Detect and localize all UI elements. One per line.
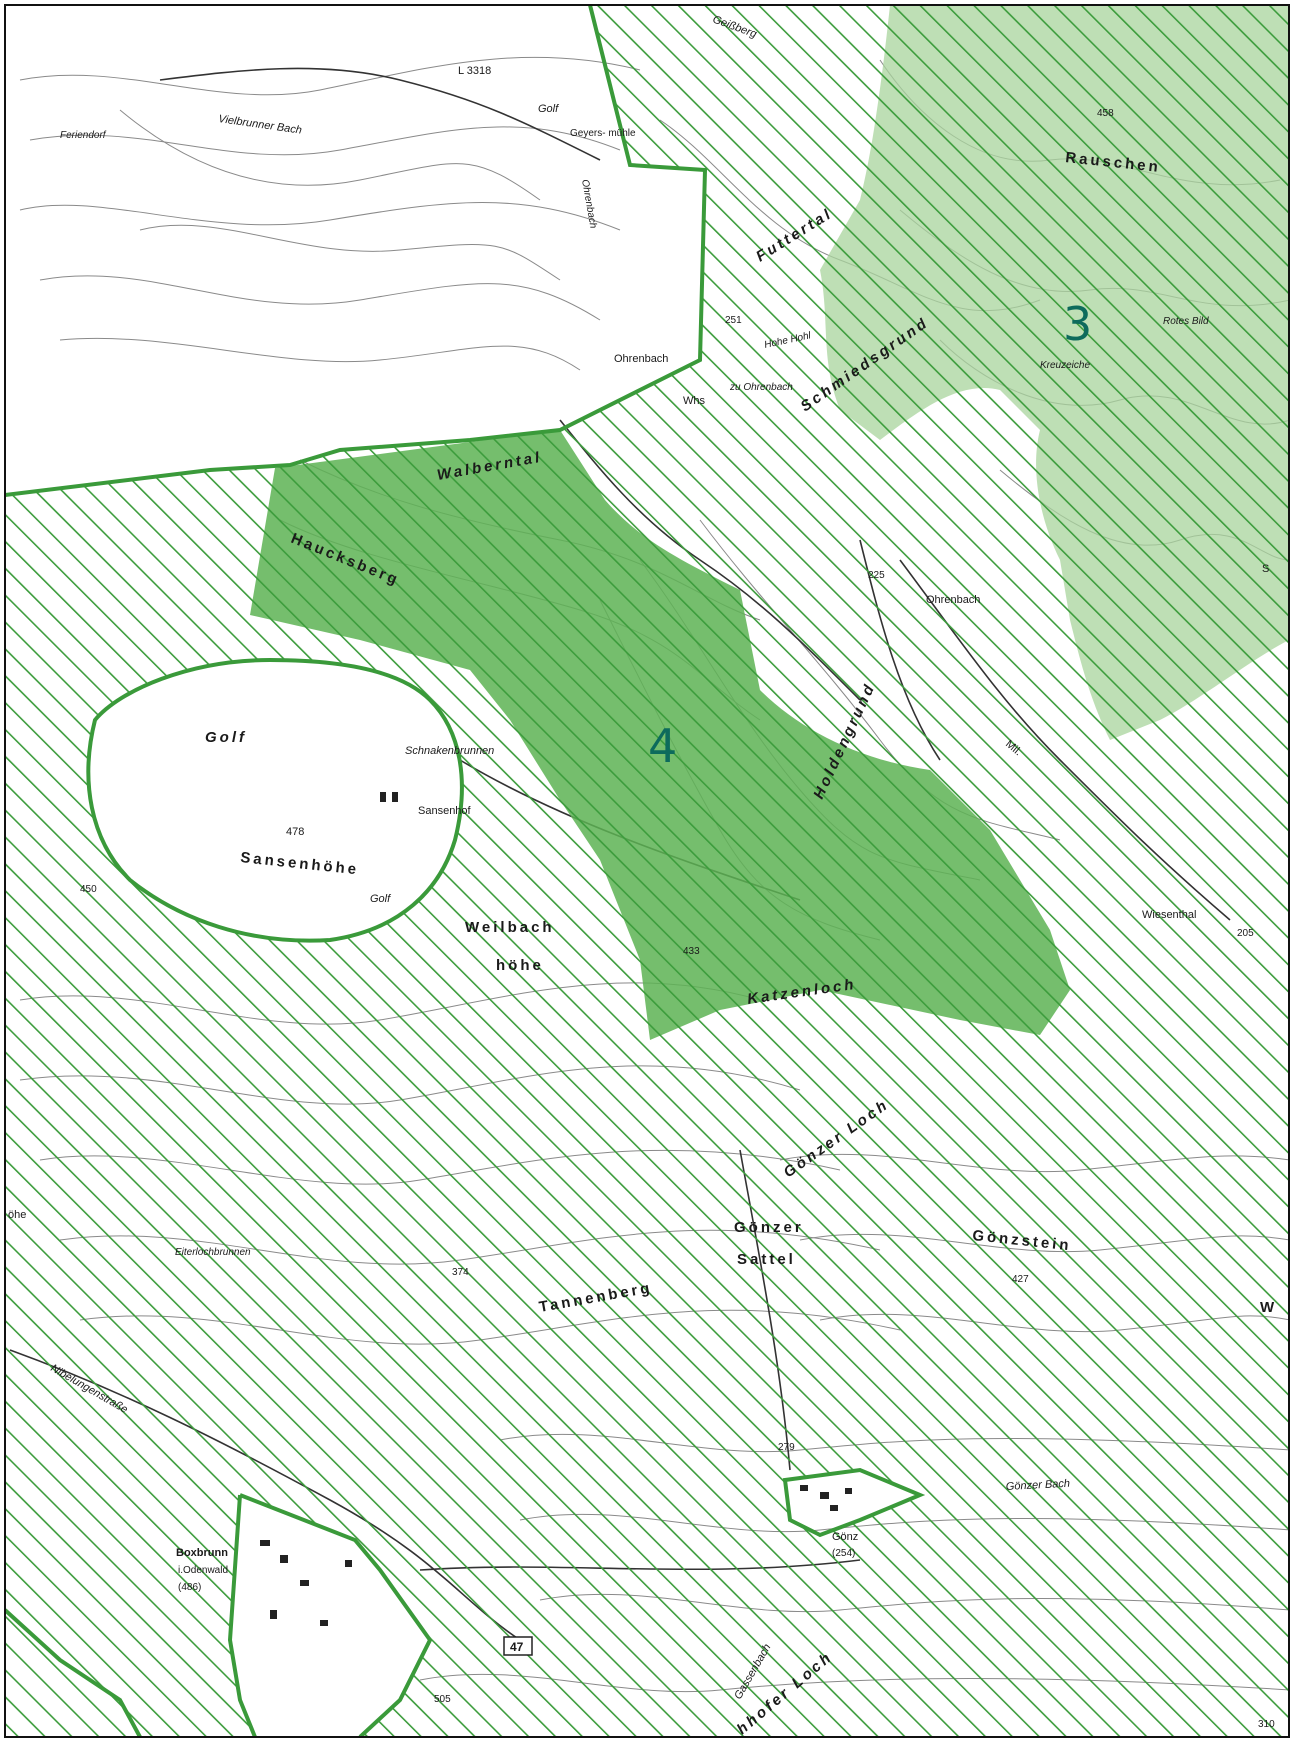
label-sattel: Sattel [737, 1251, 796, 1268]
zone-4-label[interactable]: 4 [648, 719, 677, 773]
label-weilbach: Weilbach [465, 919, 555, 936]
label-s-east: S [1262, 563, 1269, 575]
settlement-buildings [260, 792, 852, 1626]
label-hoehe: höhe [496, 957, 544, 974]
zone-3-label[interactable]: 3 [1063, 297, 1092, 351]
label-schnakenbrunnen: Schnakenbrunnen [405, 745, 494, 757]
label-goenz: Gönz [832, 1531, 858, 1543]
label-geyersmuehle: Geyers- mühle [570, 128, 636, 139]
label-golf-north: Golf [538, 103, 559, 115]
label-zu-ohrenbach: zu Ohrenbach [729, 382, 793, 393]
road-number-box [503, 1636, 533, 1656]
label-ohrenbach-east: Ohrenbach [926, 594, 980, 606]
label-hoehe-west: öhe [8, 1209, 26, 1221]
label-goenzer: Gönzer [734, 1219, 804, 1236]
label-point-254: (254) [832, 1548, 855, 1559]
label-rotes-bild: Rotes Bild [1163, 316, 1209, 327]
label-boxbrunn: Boxbrunn [176, 1547, 228, 1559]
hatched-protection-area [5, 5, 1289, 1737]
label-wiesenthal: Wiesenthal [1142, 909, 1196, 921]
label-goenzer-bach: Gönzer Bach [1006, 1478, 1071, 1493]
label-point-427: 427 [1012, 1274, 1029, 1285]
label-point-458: 458 [1097, 108, 1114, 119]
label-golf-southwest: Golf [370, 893, 391, 905]
label-point-310: 310 [1258, 1719, 1275, 1730]
label-road-47: 47 [510, 1640, 524, 1654]
label-sansenhof: Sansenhof [418, 805, 472, 817]
map-frame [4, 4, 1290, 1738]
label-point-505: 505 [434, 1694, 451, 1705]
label-ohrenbach-town: Ohrenbach [614, 353, 668, 365]
label-point-374: 374 [452, 1267, 469, 1278]
label-point-450: 450 [80, 884, 97, 895]
label-point-486: (486) [178, 1582, 201, 1593]
label-w-east: W [1260, 1299, 1277, 1316]
label-i-odenwald: i.Odenwald [178, 1565, 228, 1576]
label-point-205: 205 [1237, 928, 1254, 939]
label-point-251: 251 [725, 315, 742, 326]
label-point-433: 433 [683, 946, 700, 957]
label-point-279: 279 [778, 1442, 795, 1453]
label-point-478: 478 [286, 826, 304, 838]
label-feriendorf: Feriendorf [60, 130, 107, 141]
label-eiterlochbrunnen: Eiterlochbrunnen [175, 1247, 251, 1258]
label-whs: Whs [683, 395, 706, 407]
boundary-lines [5, 5, 926, 1737]
label-golf-west: Golf [205, 729, 247, 746]
label-point-225: 225 [868, 570, 885, 581]
label-l3318: L 3318 [458, 65, 491, 77]
label-kreuzeiche: Kreuzeiche [1040, 360, 1090, 371]
